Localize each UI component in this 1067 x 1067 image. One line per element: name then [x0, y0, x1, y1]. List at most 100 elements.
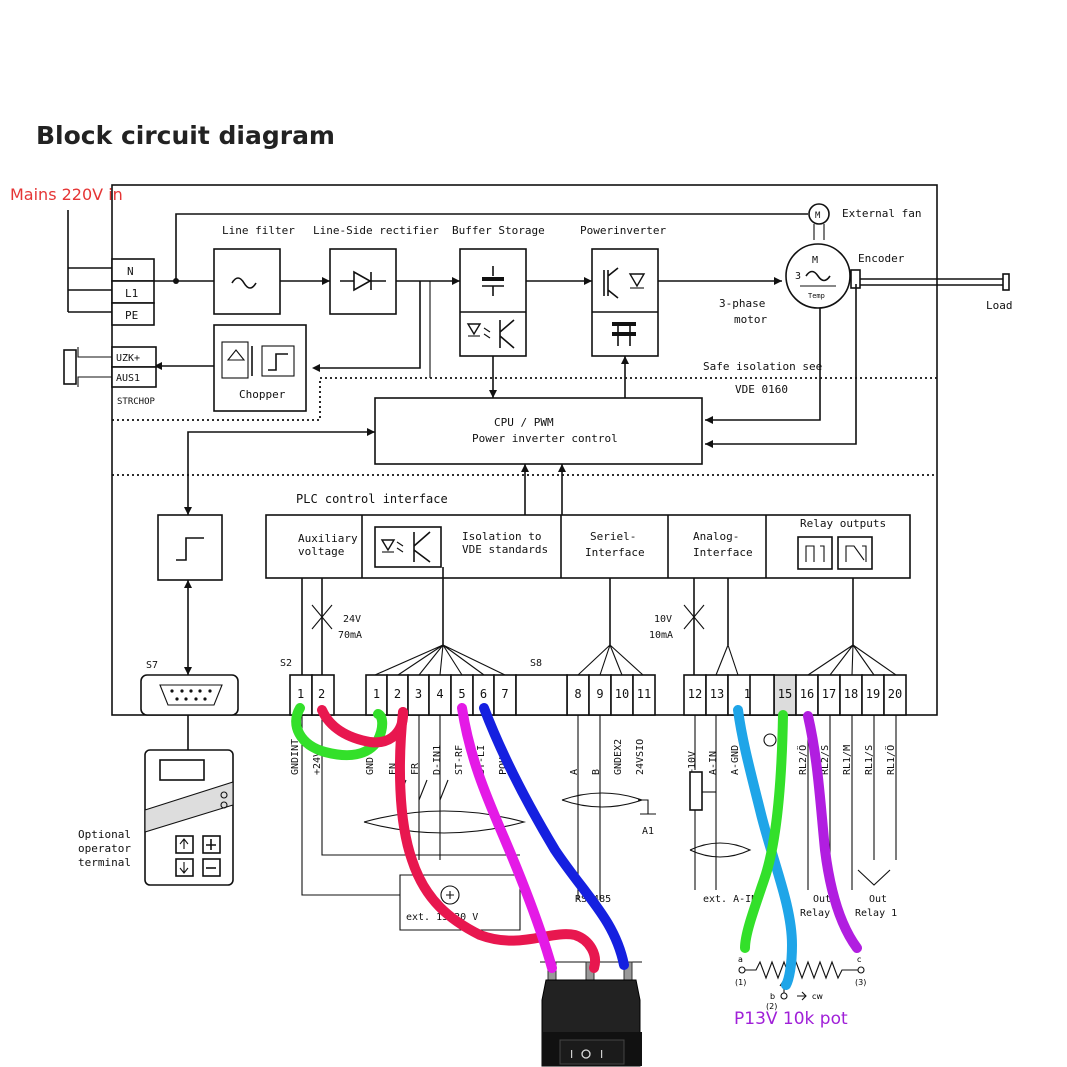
pot-annotation: P13V 10k pot [734, 1009, 848, 1029]
s8-gap [515, 674, 568, 716]
terminal-name: ST-RF [454, 745, 465, 775]
ext-supply-box [399, 874, 521, 931]
filter-icon [231, 277, 257, 289]
dc-source-icon [440, 885, 460, 905]
magenta-switch-wire [457, 703, 557, 973]
diode-icon [340, 270, 386, 292]
pot-b2-label: (2) [766, 1002, 777, 1011]
s8-terminal-strip: 1234567891011121314151617181920 [365, 674, 907, 716]
out-relay1-label-2: Relay 1 [855, 908, 897, 919]
purple-pot-wire [803, 711, 862, 953]
power-inverter-label: Powerinverter [580, 224, 666, 237]
igbt-icon [603, 267, 646, 299]
analog-fuse-icon [683, 604, 705, 630]
out-relay1-label-1: Out [869, 894, 887, 905]
terminal-n-label: N [127, 265, 134, 278]
motor-3-label: 3 [795, 271, 801, 282]
optional-label-3: terminal [78, 856, 131, 869]
s8-terminal-number: 1 [373, 687, 380, 701]
capacitor-icon [482, 266, 504, 296]
optional-label-1: Optional [78, 828, 131, 841]
terminal-name: RL2/S [820, 745, 831, 775]
terminal-name: A [569, 769, 580, 775]
chopper-label: Chopper [239, 388, 286, 401]
s8-terminal-number: 13 [710, 687, 724, 701]
terminal-name: D-IN1 [432, 745, 443, 775]
relay-1-icon [797, 536, 833, 570]
s8-terminal-number: 10 [615, 687, 629, 701]
optocoupler-icon [466, 319, 515, 349]
isolation-label-2: VDE standards [462, 543, 548, 556]
rocker-mark-2: I [600, 1048, 603, 1061]
terminal-name: +10V [687, 751, 698, 775]
page-title: Block circuit diagram [36, 121, 335, 150]
s8-terminal-number: 6 [480, 687, 487, 701]
s7-label: S7 [146, 660, 158, 671]
motor-m-label: M [812, 255, 818, 266]
rocker-mark-1: I [570, 1048, 573, 1061]
cyan-pot-wiper-wire [733, 705, 797, 990]
green-jumper-wire [291, 703, 388, 761]
isolation-label-1: Isolation to [462, 530, 541, 543]
serial-label-2: Interface [585, 546, 645, 559]
s8-terminal-number: 19 [866, 687, 880, 701]
ext-supply-label: ext. 13-30 V [406, 912, 478, 923]
terminal-name: A-IN [708, 751, 719, 775]
annotation-wires [291, 703, 862, 990]
pot-c3-label: (3) [855, 978, 866, 987]
terminal-pe-label: PE [125, 309, 138, 322]
a1-label: A1 [642, 826, 654, 837]
s8-terminal-number: 17 [822, 687, 836, 701]
s2-terminal-number: 2 [318, 687, 325, 701]
s8-terminal-number: 5 [458, 687, 465, 701]
aux-voltage-label-1: Auxiliary [298, 532, 358, 545]
relay-2-icon [837, 536, 873, 570]
fan-m-label: M [815, 211, 821, 221]
s8-terminal-number: 18 [844, 687, 858, 701]
cpu-label: CPU / PWM [494, 416, 554, 429]
serial-label-1: Seriel- [590, 530, 636, 543]
pulse-icon [176, 537, 204, 561]
brake-resistor-icon [63, 347, 112, 387]
s2-label: S2 [280, 658, 292, 669]
terminal-display [159, 759, 205, 781]
pot-cw-label: cw [812, 992, 823, 1001]
plc-title: PLC control interface [296, 492, 448, 506]
s8-terminal[interactable] [632, 674, 656, 716]
terminal-name: RL1/M [842, 745, 853, 775]
terminal-name: ST-LI [476, 745, 487, 775]
s8-terminal-number: 16 [800, 687, 814, 701]
rocker-switch[interactable]: I I [540, 961, 642, 1067]
optional-label-2: operator [78, 842, 131, 855]
terminal-aus1-label: AUS1 [116, 373, 140, 384]
terminal-name: A-GND [730, 745, 741, 775]
s8-terminal-number: 2 [394, 687, 401, 701]
green-pot-wire [740, 710, 788, 953]
s8-terminal-number: 7 [501, 687, 508, 701]
operator-terminal [144, 749, 234, 886]
analog-10v-label: 10V [654, 614, 672, 625]
s7-sub-d-connector[interactable] [140, 674, 239, 716]
transformer-icon [612, 322, 636, 346]
terminal-uzk-label: UZK+ [116, 353, 140, 364]
terminal-name: RL1/S [864, 745, 875, 775]
plc-optocoupler-icon [374, 526, 442, 568]
terminal-name: FR [410, 762, 421, 775]
ground-icon [763, 733, 777, 747]
lower-wiring: ext. 13-30 V RS 485 A1 ext. A-IN Out Rel… [301, 715, 897, 931]
s8-terminal-number: 8 [574, 687, 581, 701]
pot-a1-label: (1) [735, 978, 746, 987]
strchop-label: STRCHOP [117, 397, 156, 407]
power-inverter-block [591, 248, 659, 357]
analog-label-1: Analog- [693, 530, 739, 543]
s8-gap [749, 674, 775, 716]
pot-b-label: b [770, 992, 775, 1001]
terminal-pe [111, 302, 155, 326]
cpu-block [374, 397, 703, 465]
aux-70ma-label: 70mA [338, 630, 362, 641]
fan-icon [808, 203, 830, 225]
s8-terminal[interactable] [883, 674, 907, 716]
s8-terminal-number: 3 [415, 687, 422, 701]
